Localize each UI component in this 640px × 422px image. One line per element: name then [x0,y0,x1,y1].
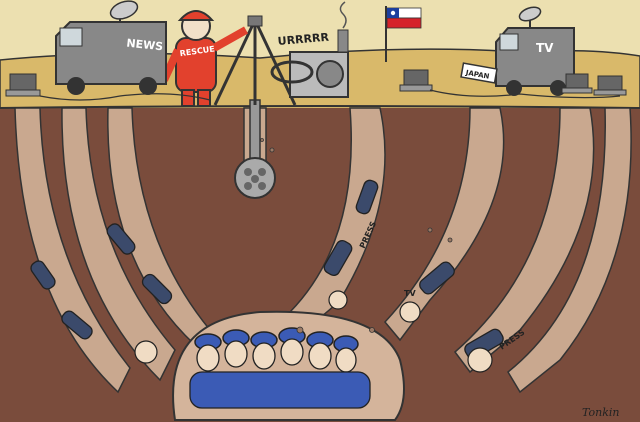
drill-noise-text: URRRRR [277,31,330,48]
drill-machine [270,1,349,98]
drill-bit-icon [234,99,276,199]
japan-sign [460,62,498,84]
trapped-miners [189,327,371,409]
tv-van-icon [495,6,575,96]
artist-signature: Tonkin [582,406,619,419]
reporter-heads [134,290,493,373]
chile-flag-icon [385,6,422,62]
tv-van-label: TV [536,41,554,55]
rubble [260,138,453,334]
rescue-worker [160,10,248,107]
crawling-reporters [30,179,504,360]
right-tunnels [289,107,632,394]
cables [39,89,621,101]
drill-rig-icon [213,15,297,106]
satellite-dish-icon [109,0,139,20]
news-van-label: NEWS [126,37,164,54]
news-van-icon [55,12,167,95]
tv-helmet-label: TV [404,289,416,298]
ground-line [0,105,640,109]
laptop-icon [5,69,627,97]
